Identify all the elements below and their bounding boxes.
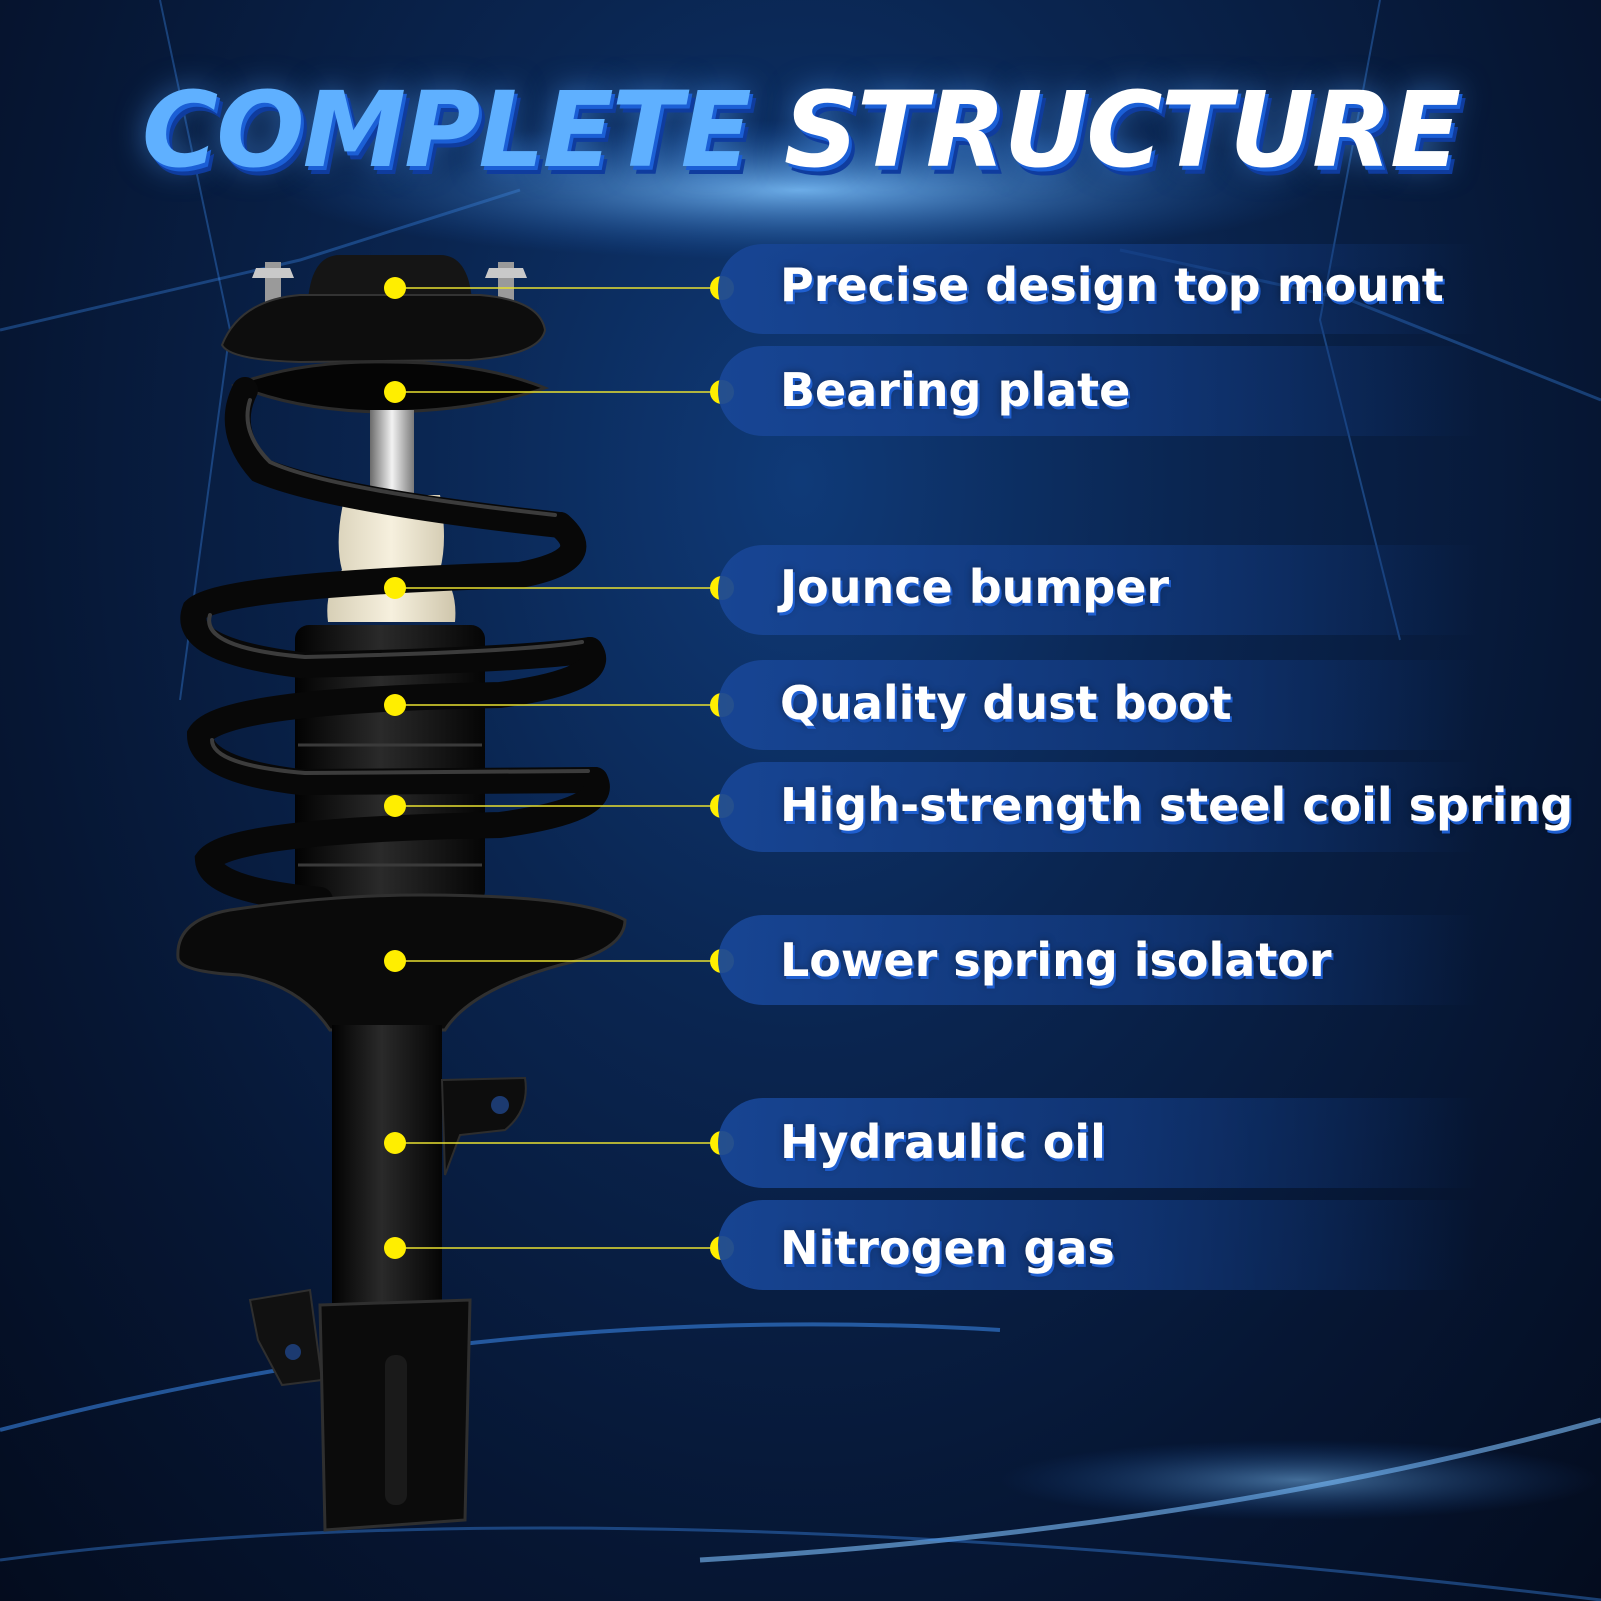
knuckle-hole — [285, 1344, 301, 1360]
part-dot — [384, 277, 406, 299]
callout-pill — [718, 346, 1478, 436]
stud-left-nut — [252, 268, 294, 278]
callout-label: High-strength steel coil spring — [780, 778, 1574, 832]
bracket-hole — [491, 1096, 509, 1114]
leader-lines — [395, 287, 722, 1249]
callout-pill — [718, 1200, 1478, 1290]
callout-label: Nitrogen gas — [780, 1221, 1115, 1275]
callout-label: Jounce bumper — [780, 560, 1170, 614]
callout-pill — [718, 762, 1478, 852]
top-mount-plate — [220, 294, 547, 364]
callout-label: Lower spring isolator — [780, 933, 1332, 987]
callout-pill — [718, 545, 1478, 635]
coil-spring-shape — [180, 377, 610, 913]
clamp-slot — [385, 1355, 407, 1505]
strut-assembly — [176, 255, 627, 1532]
callout-label: Quality dust boot — [780, 676, 1232, 730]
part-dot — [384, 795, 406, 817]
coil-spring-highlight — [207, 398, 590, 776]
callout-pill — [718, 1098, 1478, 1188]
part-dot — [384, 577, 406, 599]
title-glow — [280, 120, 1320, 260]
callout-label: Bearing plate — [780, 363, 1131, 417]
part-dot — [384, 950, 406, 972]
stud-right-nut — [485, 268, 527, 278]
callout-pill — [718, 915, 1478, 1005]
callout-label: Precise design top mount — [780, 258, 1444, 312]
title-part-1: COMPLETE — [141, 69, 752, 191]
part-dot — [384, 694, 406, 716]
title-part-2: STRUCTURE — [783, 69, 1461, 191]
brake-line-bracket — [440, 1076, 527, 1176]
callout-label: Hydraulic oil — [780, 1115, 1106, 1169]
callout-pill — [718, 244, 1478, 334]
callout-pill — [718, 660, 1478, 750]
part-dot — [384, 1132, 406, 1154]
part-dot — [384, 381, 406, 403]
knuckle-bracket — [248, 1288, 324, 1387]
page-title: COMPLETE STRUCTURE — [0, 78, 1601, 182]
part-dot — [384, 1237, 406, 1259]
floor-glow — [1000, 1440, 1600, 1520]
